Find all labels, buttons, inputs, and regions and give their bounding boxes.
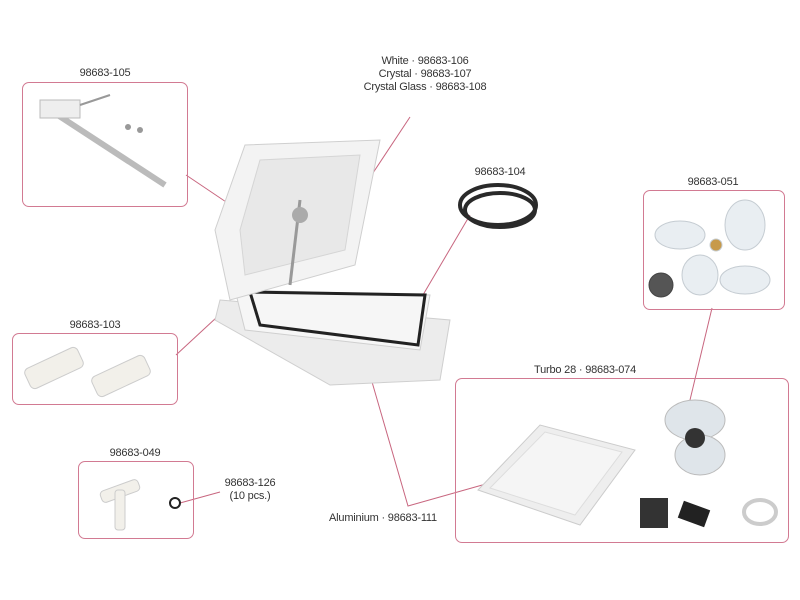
- handle-label: 98683-049: [109, 447, 161, 459]
- fan-blade-label: 98683-051: [687, 176, 739, 188]
- leader-fan: [689, 307, 713, 401]
- lid-white-label: White · 98683-106: [381, 55, 469, 67]
- frame-label: Aluminium · 98683-111: [329, 512, 437, 524]
- leader-seal: [419, 214, 471, 301]
- arm-label: 98683-105: [79, 67, 131, 79]
- turbo-box: [455, 378, 789, 543]
- seal-illustration: [458, 183, 538, 229]
- seal-label: 98683-104: [474, 166, 526, 178]
- leader-oring: [179, 491, 221, 504]
- handle-box: [78, 461, 194, 539]
- oring-label: 98683-126 (10 pcs.): [210, 477, 290, 503]
- roof-vent-illustration: [214, 139, 451, 386]
- handle-illustration: [99, 479, 141, 531]
- oring-code: 98683-126: [224, 477, 276, 489]
- lid-crystal-glass-label: Crystal Glass · 98683-108: [363, 81, 487, 93]
- oring-illustration: [169, 497, 181, 509]
- oring-qty: (10 pcs.): [229, 490, 271, 502]
- turbo-kit-illustration: [477, 399, 778, 528]
- fan-blade-box: [643, 190, 785, 310]
- arm-illustration: [39, 94, 167, 188]
- clips-box: [12, 333, 178, 405]
- clips-label: 98683-103: [69, 319, 121, 331]
- lid-crystal-label: Crystal · 98683-107: [378, 68, 472, 80]
- fan-blade-illustration: [648, 199, 771, 298]
- arm-box: [22, 82, 188, 207]
- turbo-label: Turbo 28 · 98683-074: [534, 364, 636, 376]
- lid-label: White · 98683-106 Crystal · 98683-107 Cr…: [355, 55, 495, 94]
- clips-illustration: [24, 346, 151, 398]
- leader-frame: [369, 374, 501, 507]
